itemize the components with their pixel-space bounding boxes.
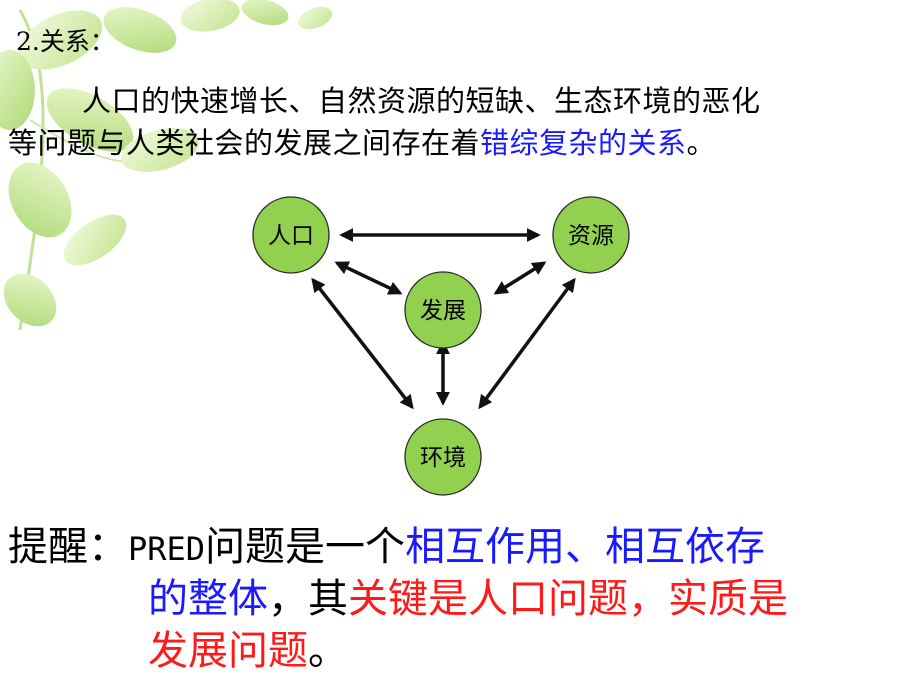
- tip-highlight-blue-1: 相互作用、相互依存: [405, 524, 766, 570]
- relationship-diagram: 人口 资源 发展 环境: [252, 196, 630, 496]
- tip-line-2: 的整体，其关键是人口问题，实质是: [148, 566, 788, 624]
- tip-line-1: 提醒：PRED问题是一个相互作用、相互依存: [8, 514, 765, 572]
- node-resources-label: 资源: [568, 223, 614, 249]
- node-environment-label: 环境: [420, 445, 466, 471]
- paragraph-text: 等问题与人类社会的发展之间存在着: [8, 126, 481, 160]
- tip-end: 。: [308, 628, 348, 674]
- arrow-resources-development: [493, 261, 547, 295]
- highlight-complex-relationship: 错综复杂的关系: [480, 126, 687, 160]
- node-environment: 环境: [404, 418, 482, 496]
- node-development-label: 发展: [420, 298, 466, 324]
- paragraph-line-1: 人口的快速增长、自然资源的短缺、生态环境的恶化: [82, 84, 761, 118]
- arrow-population-development: [334, 261, 403, 295]
- tip-highlight-red-1: 关键是人口问题，实质是: [348, 576, 788, 622]
- tip-highlight-blue-2: 的整体: [148, 576, 268, 622]
- arrow-resources-environment: [478, 277, 576, 410]
- paragraph-line-2: 等问题与人类社会的发展之间存在着错综复杂的关系。: [8, 120, 716, 162]
- node-population: 人口: [252, 196, 330, 274]
- tip-highlight-red-2: 发展问题: [148, 628, 308, 674]
- tip-text: 问题是一个: [205, 524, 406, 570]
- tip-label: 提醒：: [8, 524, 128, 570]
- tip-acronym: PRED: [128, 530, 206, 568]
- node-population-label: 人口: [268, 223, 314, 249]
- paragraph-period: 。: [686, 126, 717, 160]
- tip-line-3: 发展问题。: [148, 618, 348, 676]
- node-resources: 资源: [552, 196, 630, 274]
- section-heading: 2.关系：: [16, 27, 115, 56]
- tip-text-2: ，其: [268, 576, 348, 622]
- arrow-population-environment: [311, 277, 414, 410]
- node-development: 发展: [404, 271, 482, 349]
